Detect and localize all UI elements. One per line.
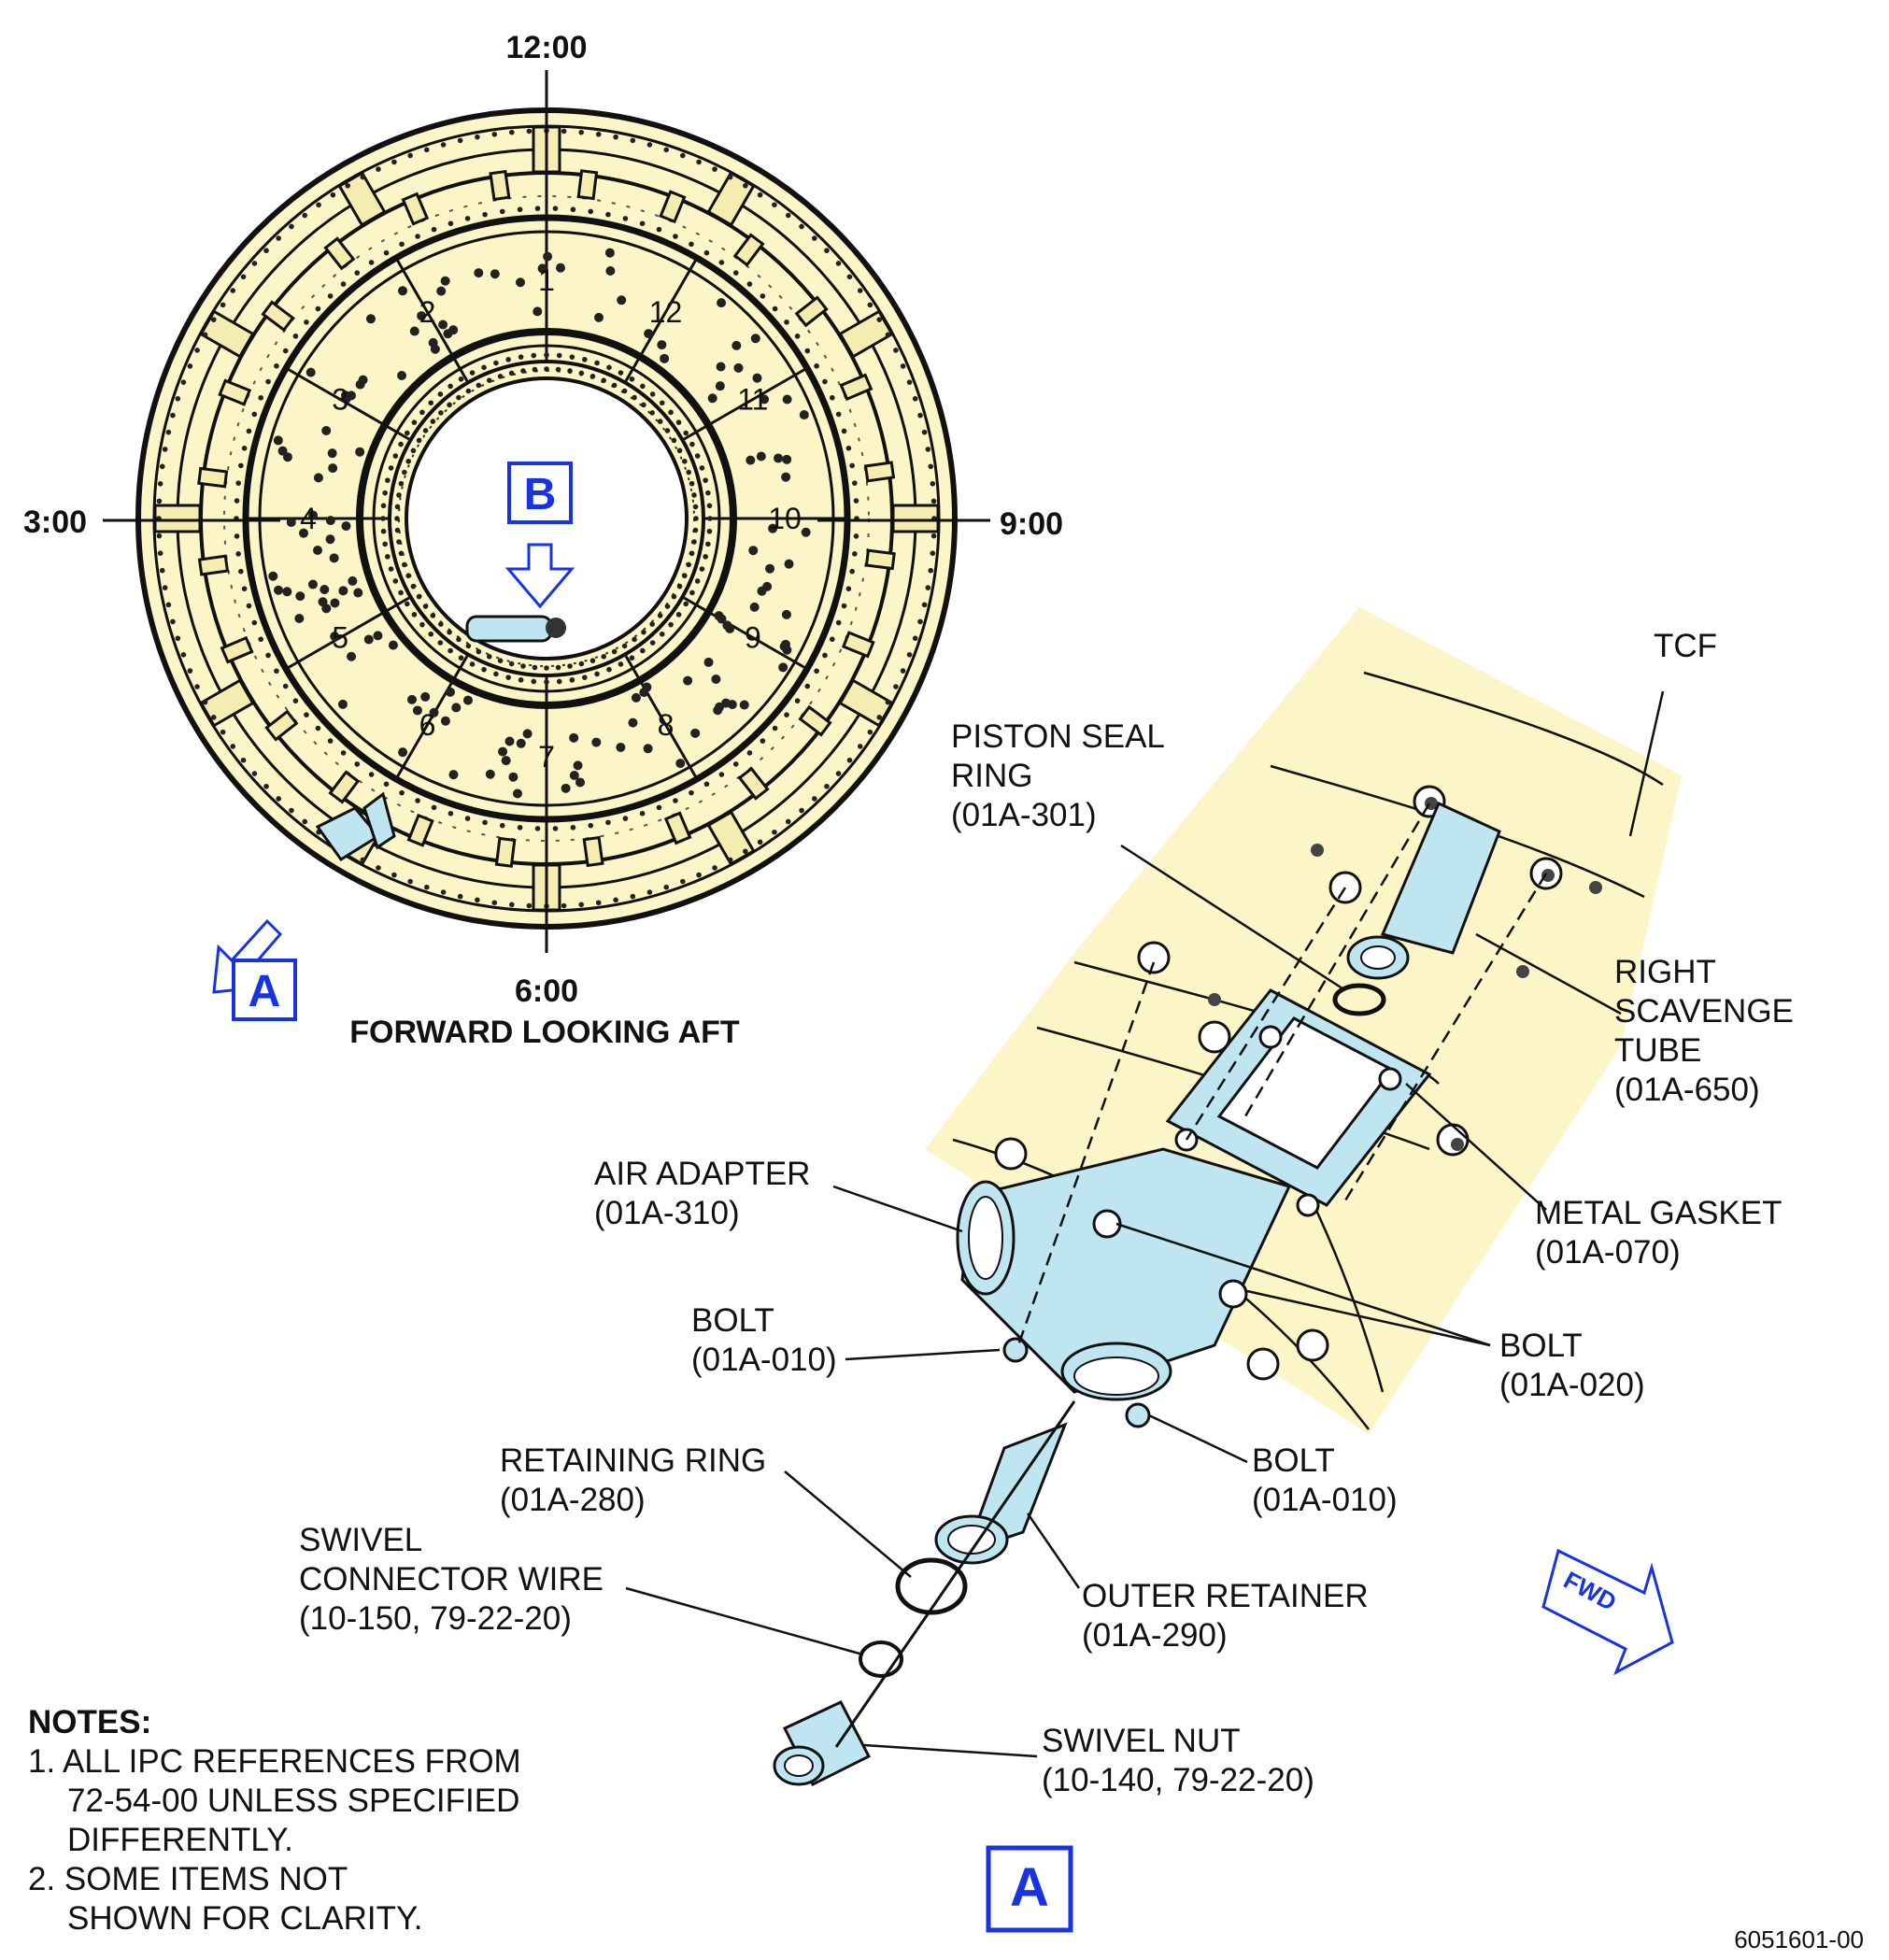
label-outer-retainer-2: (01A-290)	[1082, 1617, 1228, 1654]
label-bolt-020-2: (01A-020)	[1499, 1367, 1645, 1403]
position-number-3: 3	[332, 383, 348, 417]
label-swivel-wire-3: (10-150, 79-22-20)	[299, 1600, 572, 1637]
label-scavenge-tube-1: RIGHT	[1614, 954, 1716, 990]
clock-6-label: 6:00	[515, 973, 578, 1009]
position-number-6: 6	[419, 708, 436, 742]
label-scavenge-tube-4: (01A-650)	[1614, 1072, 1760, 1108]
label-outer-retainer-1: OUTER RETAINER	[1082, 1578, 1369, 1614]
label-retaining-ring-1: RETAINING RING	[500, 1442, 766, 1479]
note-line-4: 2. SOME ITEMS NOT	[28, 1861, 348, 1897]
clock-3-label: 3:00	[23, 504, 87, 540]
position-number-1: 1	[538, 263, 555, 297]
label-swivel-wire-1: SWIVEL	[299, 1522, 422, 1558]
label-swivel-nut-2: (10-140, 79-22-20)	[1042, 1762, 1314, 1798]
position-number-5: 5	[332, 621, 348, 655]
label-retaining-ring-2: (01A-280)	[500, 1482, 646, 1518]
callout-a-small: A	[212, 918, 297, 1021]
label-metal-gasket-2: (01A-070)	[1535, 1234, 1681, 1271]
label-piston-seal-ring-1: PISTON SEAL	[951, 718, 1165, 755]
position-number-2: 2	[419, 295, 436, 329]
position-number-12: 12	[649, 295, 683, 329]
label-air-adapter-1: AIR ADAPTER	[594, 1156, 810, 1192]
detail-a-view	[625, 607, 1682, 1787]
label-bolt-right-1: BOLT	[1252, 1442, 1335, 1479]
label-metal-gasket-1: METAL GASKET	[1535, 1195, 1782, 1231]
position-number-4: 4	[300, 502, 317, 535]
note-line-5: SHOWN FOR CLARITY.	[67, 1900, 423, 1937]
note-line-2: 72-54-00 UNLESS SPECIFIED	[67, 1782, 519, 1819]
position-number-9: 9	[745, 621, 761, 655]
label-bolt-left-2: (01A-010)	[691, 1342, 837, 1378]
fwd-arrow-icon	[1541, 1548, 1674, 1676]
callout-a-small-label: A	[249, 967, 281, 1016]
callout-a-large-label: A	[1010, 1857, 1049, 1918]
view-title: FORWARD LOOKING AFT	[349, 1015, 740, 1050]
notes-block: NOTES: 1. ALL IPC REFERENCES FROM 72-54-…	[28, 1704, 521, 1937]
label-swivel-nut-1: SWIVEL NUT	[1042, 1723, 1241, 1759]
label-swivel-wire-2: CONNECTOR WIRE	[299, 1561, 604, 1598]
fwd-arrow: FWD	[1541, 1548, 1674, 1676]
label-air-adapter-2: (01A-310)	[594, 1195, 740, 1231]
position-number-7: 7	[538, 740, 555, 774]
notes-heading: NOTES:	[28, 1704, 151, 1740]
figure-id: 6051601-00	[1734, 1925, 1864, 1953]
label-bolt-left-1: BOLT	[691, 1302, 774, 1339]
callout-b: B	[504, 462, 575, 609]
label-piston-seal-ring-3: (01A-301)	[951, 797, 1097, 833]
position-number-11: 11	[737, 383, 768, 417]
clock-12-label: 12:00	[506, 30, 588, 65]
position-number-8: 8	[658, 708, 675, 742]
view-arrow-b-icon	[504, 543, 575, 609]
clock-9-label: 9:00	[1000, 506, 1063, 542]
label-piston-seal-ring-2: RING	[951, 758, 1033, 794]
note-line-1: 1. ALL IPC REFERENCES FROM	[28, 1743, 521, 1780]
label-scavenge-tube-3: TUBE	[1614, 1032, 1701, 1069]
position-number-10: 10	[768, 502, 802, 535]
label-bolt-right-2: (01A-010)	[1252, 1482, 1398, 1518]
label-scavenge-tube-2: SCAVENGE	[1614, 993, 1794, 1030]
note-line-3: DIFFERENTLY.	[67, 1822, 293, 1858]
callout-a-large: A	[986, 1845, 1073, 1933]
label-tcf: TCF	[1654, 628, 1717, 664]
callout-b-label: B	[524, 470, 557, 519]
label-bolt-020-1: BOLT	[1499, 1328, 1583, 1364]
